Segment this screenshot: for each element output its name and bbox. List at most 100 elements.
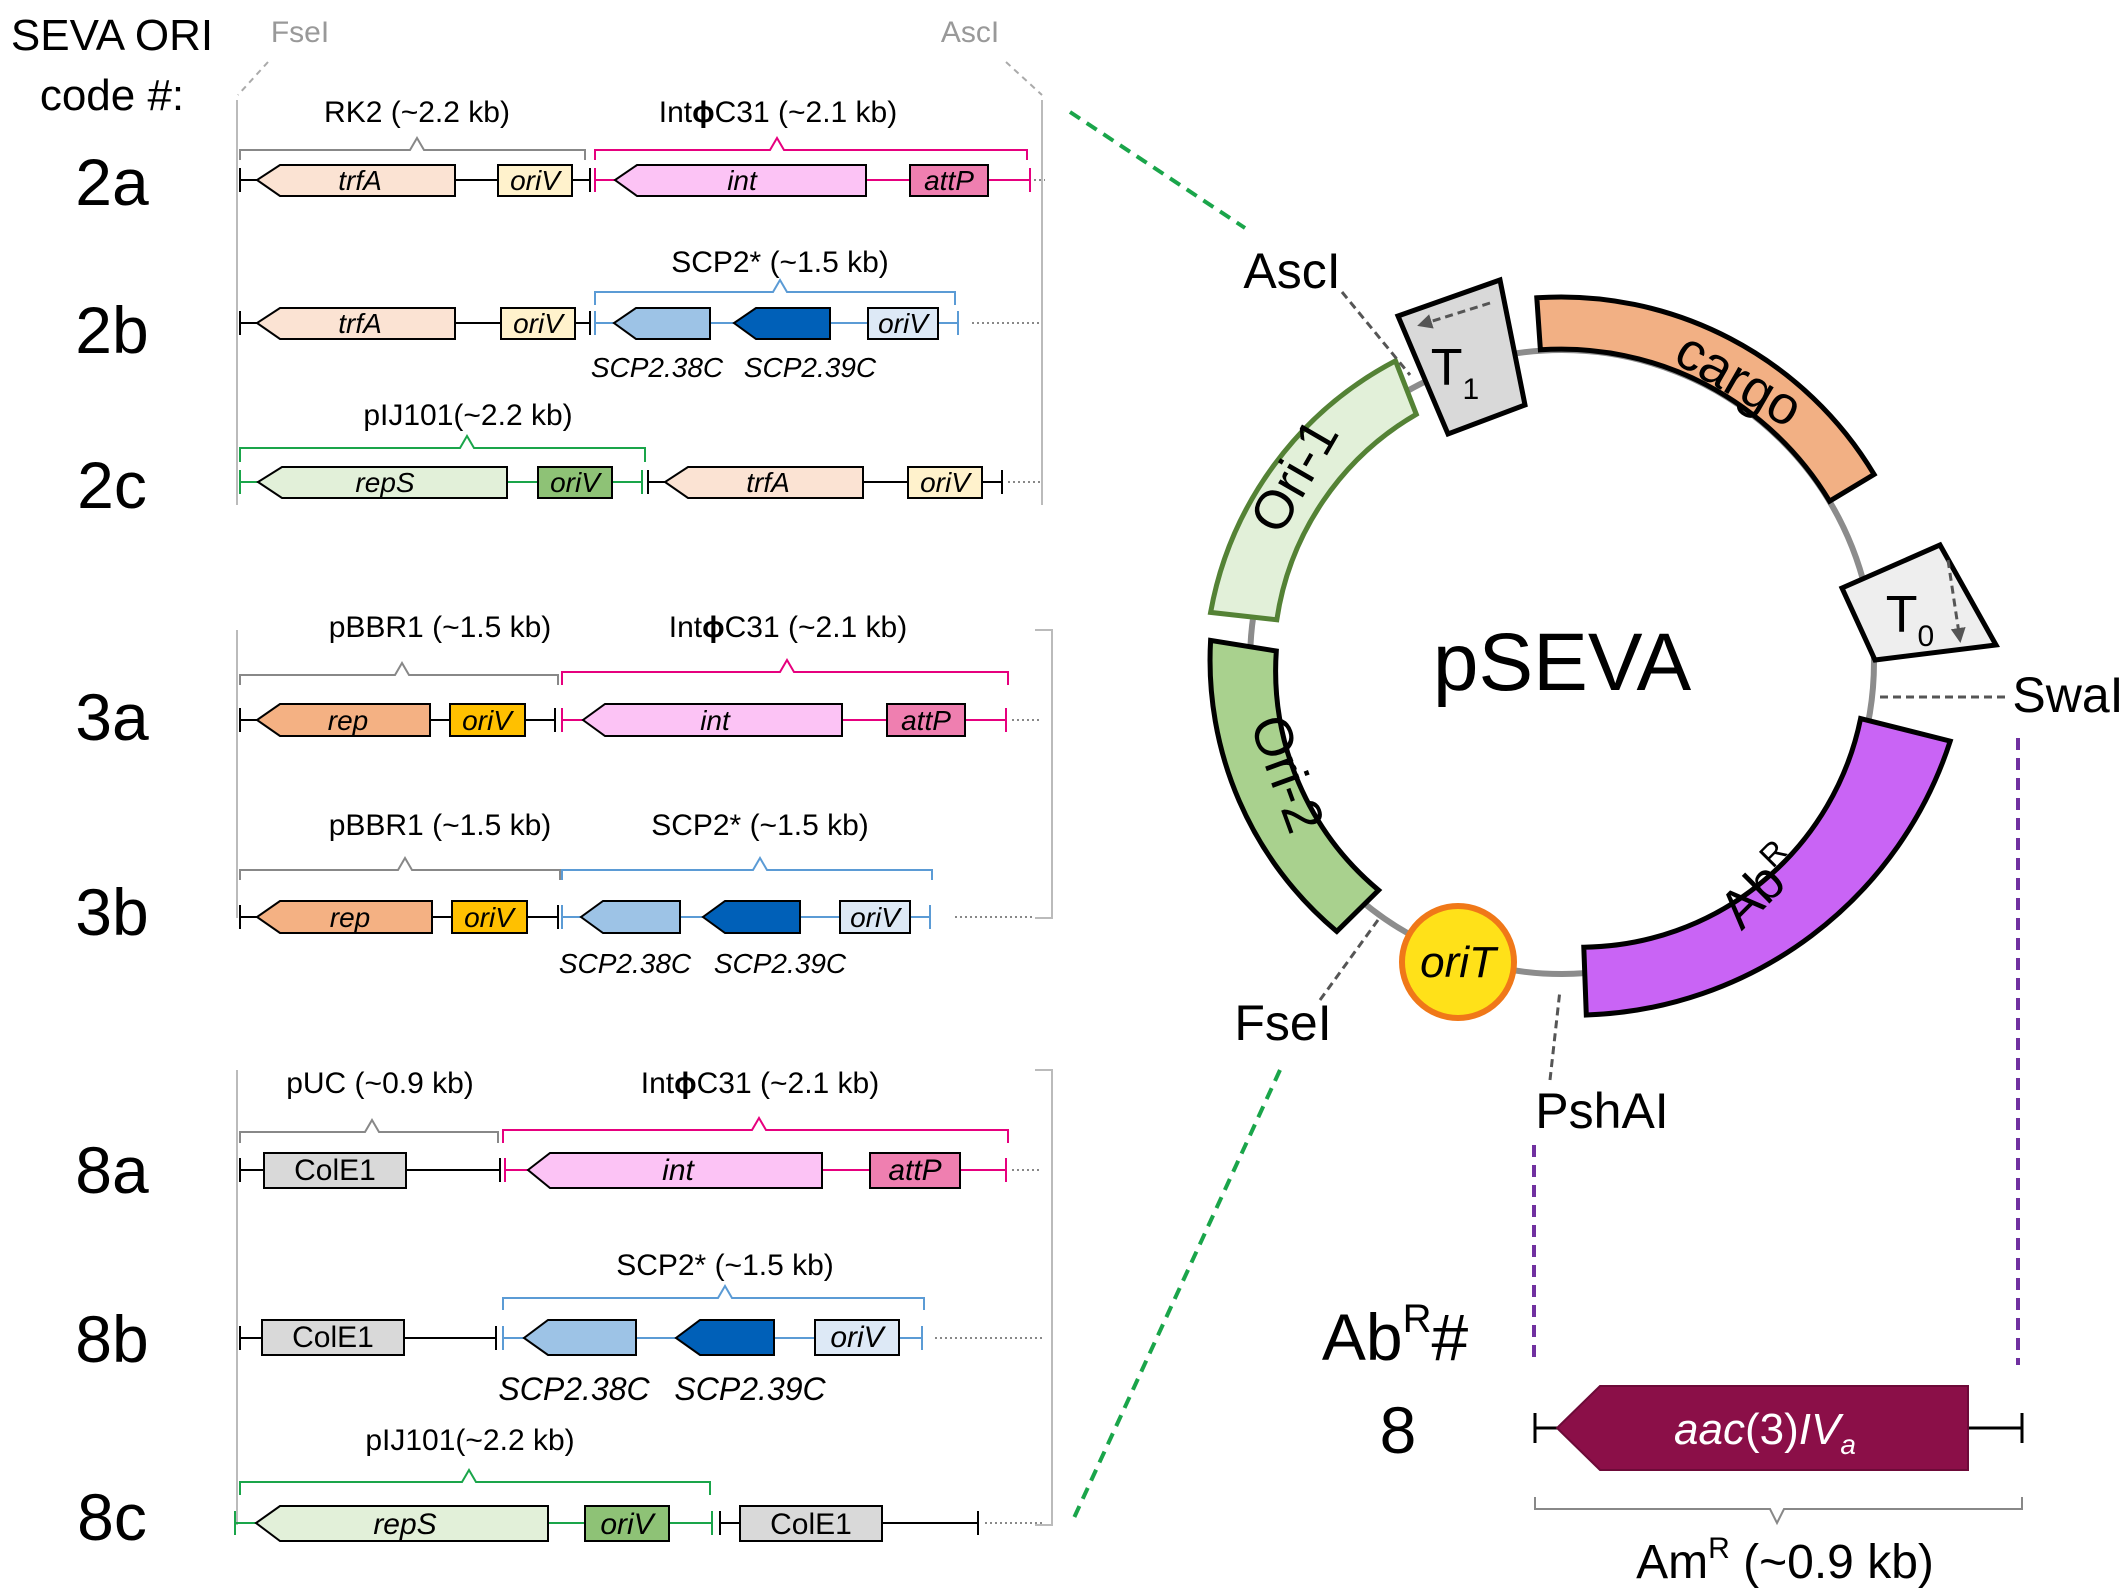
region-bracket-3 xyxy=(236,629,1053,919)
region-bracket-2 xyxy=(236,100,1043,505)
asci-guide xyxy=(1005,61,1043,96)
row-code-2b: 2b xyxy=(75,293,148,367)
svg-text:oriV: oriV xyxy=(878,308,930,339)
gene-label-scp2-38c: SCP2.38C xyxy=(559,948,692,979)
gene-trfA xyxy=(663,466,864,499)
row-8c: pIJ101(~2.2 kb) repS oriV ColE1 xyxy=(234,1424,1042,1542)
row-code-2c: 2c xyxy=(77,448,147,522)
row-code-2a: 2a xyxy=(75,145,149,219)
feature-cargo xyxy=(1534,294,1878,505)
row-2c: pIJ101(~2.2 kb) repS oriV trfA oriV xyxy=(239,399,1042,499)
row-code-8c: 8c xyxy=(77,1480,147,1554)
bracket-intc31 xyxy=(502,1116,1009,1143)
gene-label-aac3iva: aac(3)IVa xyxy=(1674,1405,1856,1460)
row-3a: pBBR1 (~1.5 kb) IntϕC31 (~2.1 kb) rep or… xyxy=(239,611,1042,737)
bracket-intc31 xyxy=(594,136,1028,160)
abr-header: AbR# xyxy=(1322,1297,1469,1374)
gene-repS xyxy=(254,1505,549,1542)
gene-ColE1 xyxy=(263,1152,407,1189)
label-t0: T0 xyxy=(1886,586,1934,653)
gene-attP xyxy=(909,164,989,197)
gene-oriV xyxy=(449,703,526,737)
gene-label-scp2-38c: SCP2.38C xyxy=(498,1371,650,1407)
bracket-puc xyxy=(239,1118,499,1143)
plasmid-map: cargo AbR Ori-1 Ori-2 T1 T0 oriT pSEVA A… xyxy=(1207,243,2124,1139)
gene-scp2-39c xyxy=(701,900,801,934)
header-subtitle: code #: xyxy=(40,71,184,120)
plasmid-name: pSEVA xyxy=(1433,617,1692,708)
zoom-connector-bottom xyxy=(1071,1069,1282,1521)
bracket-intc31 xyxy=(561,658,1009,685)
svg-text:oriV: oriV xyxy=(550,467,602,498)
svg-text:oriV: oriV xyxy=(513,308,565,339)
svg-text:ColE1: ColE1 xyxy=(294,1154,376,1187)
bracket-amr xyxy=(1534,1497,2023,1526)
row-code-8b: 8b xyxy=(75,1302,148,1376)
gene-oriV xyxy=(537,466,613,499)
segment-label-puc: pUC (~0.9 kb) xyxy=(286,1067,474,1100)
site-asci: AscI xyxy=(1243,243,1340,299)
gene-oriV xyxy=(907,466,983,499)
gene-attP xyxy=(886,703,966,737)
gene-repS xyxy=(256,466,508,499)
gene-attP xyxy=(869,1152,961,1189)
bracket-rk2 xyxy=(239,136,586,160)
bracket-scp2 xyxy=(561,856,933,880)
feature-oriT xyxy=(1399,903,1517,1021)
gene-oriV xyxy=(500,307,576,340)
segment-label-scp2: SCP2* (~1.5 kb) xyxy=(651,809,869,842)
label-cargo: cargo xyxy=(1666,320,1813,440)
gene-scp2-38c xyxy=(522,1319,637,1356)
svg-text:int: int xyxy=(700,705,731,736)
segment-label-scp2: SCP2* (~1.5 kb) xyxy=(671,246,889,279)
svg-text:rep: rep xyxy=(328,705,368,736)
svg-text:attP: attP xyxy=(901,705,951,736)
label-oriT: oriT xyxy=(1420,938,1499,987)
gene-int xyxy=(526,1152,823,1189)
segment-label-scp2: SCP2* (~1.5 kb) xyxy=(616,1249,834,1282)
site-pshai: PshAI xyxy=(1535,1083,1668,1139)
gene-rep xyxy=(255,900,433,934)
gene-label-scp2-38c: SCP2.38C xyxy=(591,352,724,383)
svg-text:rep: rep xyxy=(330,902,370,933)
gene-oriV-scp xyxy=(839,900,911,934)
svg-text:ColE1: ColE1 xyxy=(770,1508,852,1541)
svg-text:trfA: trfA xyxy=(338,308,382,339)
bracket-scp2 xyxy=(594,278,956,305)
svg-text:oriV: oriV xyxy=(600,1508,656,1541)
gene-aac3iva xyxy=(1555,1385,1969,1471)
site-swai: SwaI xyxy=(2012,667,2123,723)
bracket-pbbr1 xyxy=(239,661,559,685)
svg-text:trfA: trfA xyxy=(746,467,790,498)
segment-label-rk2: RK2 (~2.2 kb) xyxy=(324,96,510,129)
site-fsei: FseI xyxy=(1234,995,1331,1051)
gene-oriV-scp xyxy=(814,1319,900,1356)
svg-text:oriV: oriV xyxy=(462,705,514,736)
row-2b: SCP2* (~1.5 kb) trfA oriV oriV SCP2.38C … xyxy=(239,246,1042,383)
gene-oriV xyxy=(497,164,573,197)
row-8b: SCP2* (~1.5 kb) ColE1 oriV SCP2.38C SCP2… xyxy=(239,1249,1042,1407)
row-3b: pBBR1 (~1.5 kb) SCP2* (~1.5 kb) rep oriV… xyxy=(239,809,1035,979)
segment-label-pij101: pIJ101(~2.2 kb) xyxy=(363,399,572,432)
row-code-3a: 3a xyxy=(75,680,149,754)
gene-label-scp2-39c: SCP2.39C xyxy=(674,1371,826,1407)
svg-text:attP: attP xyxy=(924,165,974,196)
svg-text:oriV: oriV xyxy=(830,1321,886,1354)
gene-oriV xyxy=(584,1505,670,1542)
svg-text:oriV: oriV xyxy=(464,902,516,933)
segment-label-pbbr1: pBBR1 (~1.5 kb) xyxy=(329,809,552,842)
segment-label-intc31: IntϕC31 (~2.1 kb) xyxy=(669,611,907,644)
svg-text:int: int xyxy=(662,1154,695,1187)
gene-rep xyxy=(255,703,431,737)
fsei-column-label: FseI xyxy=(271,16,329,49)
bracket-pij101 xyxy=(239,1468,711,1495)
feature-ori1 xyxy=(1207,357,1420,623)
gene-oriV xyxy=(451,900,528,934)
svg-text:trfA: trfA xyxy=(338,165,382,196)
segment-label-intc31: IntϕC31 (~2.1 kb) xyxy=(659,96,897,129)
feature-abr xyxy=(1581,715,1954,1018)
segment-label-pbbr1: pBBR1 (~1.5 kb) xyxy=(329,611,552,644)
bracket-pij101 xyxy=(239,434,646,462)
segment-label-pij101: pIJ101(~2.2 kb) xyxy=(365,1424,574,1457)
fsei-guide xyxy=(237,61,269,96)
